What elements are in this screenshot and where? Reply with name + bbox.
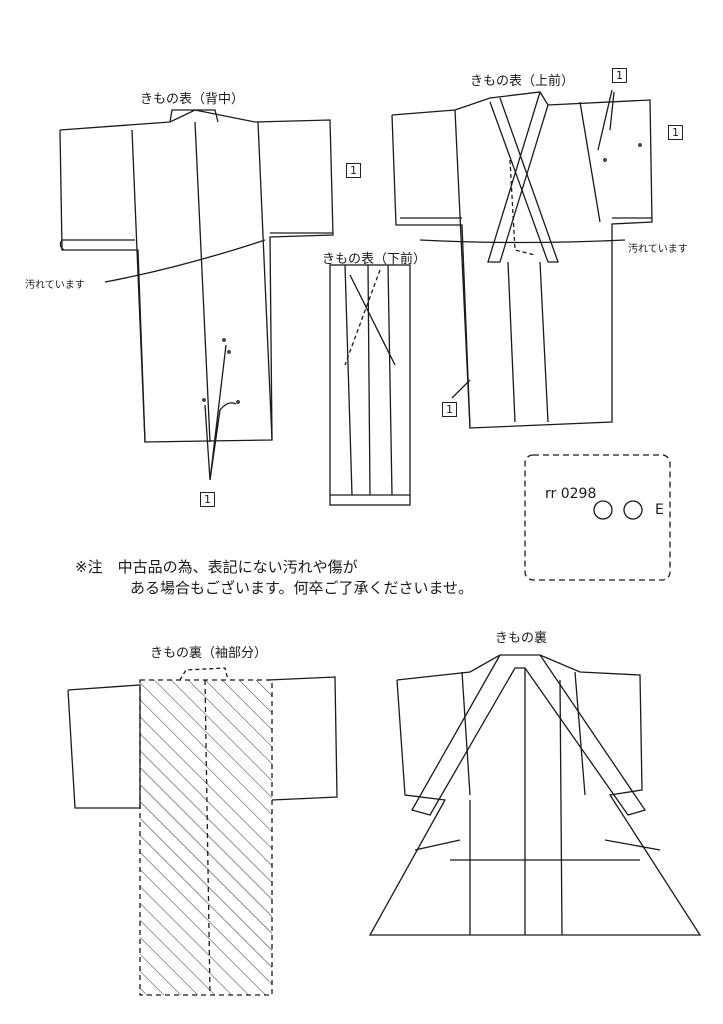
damage-mark-front-body: 1 [442, 402, 457, 417]
stain-label-right: 汚れています [628, 244, 688, 255]
product-grade: E [655, 502, 664, 518]
product-code: rr 0298 [545, 486, 597, 502]
kimono-back-drawing [59, 109, 334, 481]
kimono-lining-sleeve-drawing [67, 667, 338, 996]
damage-mark-back-hem: 1 [200, 492, 215, 507]
label-kimono-back: きもの表（背中） [140, 92, 245, 107]
label-kimono-upper-front: きもの表（上前） [470, 74, 575, 89]
damage-mark-front-sleeve: 1 [668, 125, 683, 140]
label-kimono-lining-sleeve: きもの裏（袖部分） [150, 646, 268, 661]
note-line-2: ある場合もございます。何卒ご了承くださいませ。 [130, 579, 474, 597]
label-kimono-lower-front: きもの表（下前） [322, 252, 427, 267]
note-line-1: ※注 中古品の為、表記にない汚れや傷が [75, 558, 358, 576]
damage-mark-back-sleeve: 1 [346, 163, 361, 178]
stain-label-left: 汚れています [25, 280, 85, 291]
kimono-lining-drawing [368, 654, 702, 936]
product-code-box [524, 454, 671, 581]
kimono-lower-front-drawing [329, 264, 411, 506]
kimono-upper-front-drawing [391, 89, 653, 429]
damage-mark-front-top: 1 [612, 68, 627, 83]
label-kimono-lining: きもの裏 [495, 631, 548, 646]
